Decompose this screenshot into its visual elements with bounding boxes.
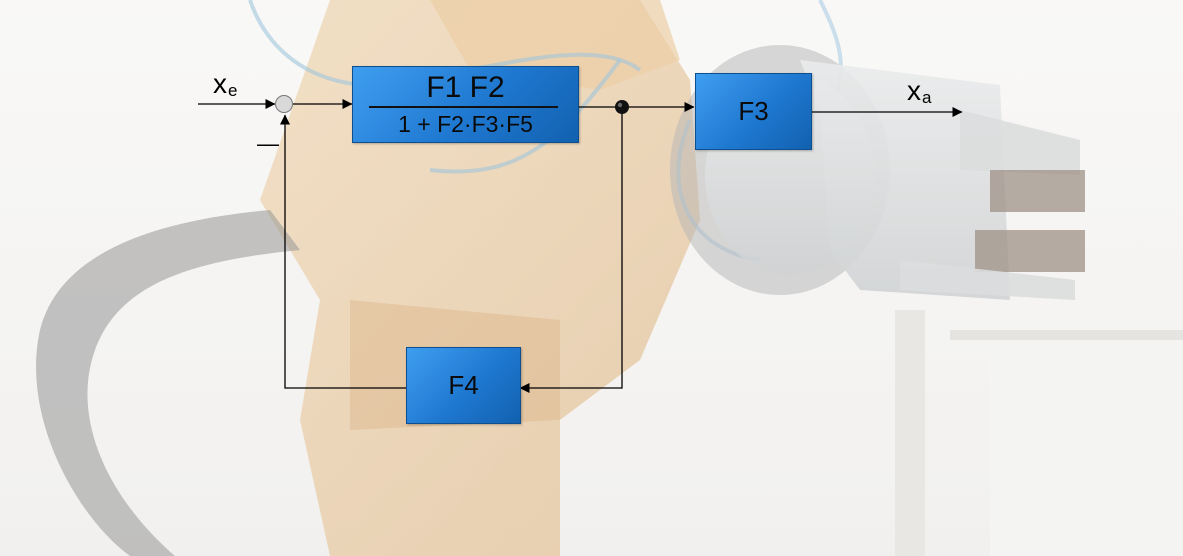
input-symbol: x (213, 68, 227, 99)
feedback-block-f4: F4 (406, 347, 521, 424)
feedback-down-line (519, 107, 623, 393)
branch-point (615, 100, 629, 114)
forward-numerator: F1 F2 (426, 71, 505, 104)
feedback-up-line (280, 114, 406, 389)
minus-sign: — (257, 131, 279, 156)
input-subscript: e (228, 81, 238, 100)
output-signal-label: xa (907, 75, 932, 107)
plant-block-f3: F3 (695, 73, 812, 150)
output-symbol: x (907, 75, 921, 106)
forward-denominator: 1 + F2·F3·F5 (398, 111, 533, 137)
forward-transfer-block: F1 F2 1 + F2·F3·F5 (352, 66, 579, 143)
summing-point (275, 95, 293, 113)
input-signal-label: xe (213, 68, 238, 100)
feedback-block-label: F4 (448, 370, 479, 400)
plant-block-label: F3 (738, 96, 769, 126)
fraction-line (369, 106, 558, 108)
output-subscript: a (922, 88, 932, 107)
